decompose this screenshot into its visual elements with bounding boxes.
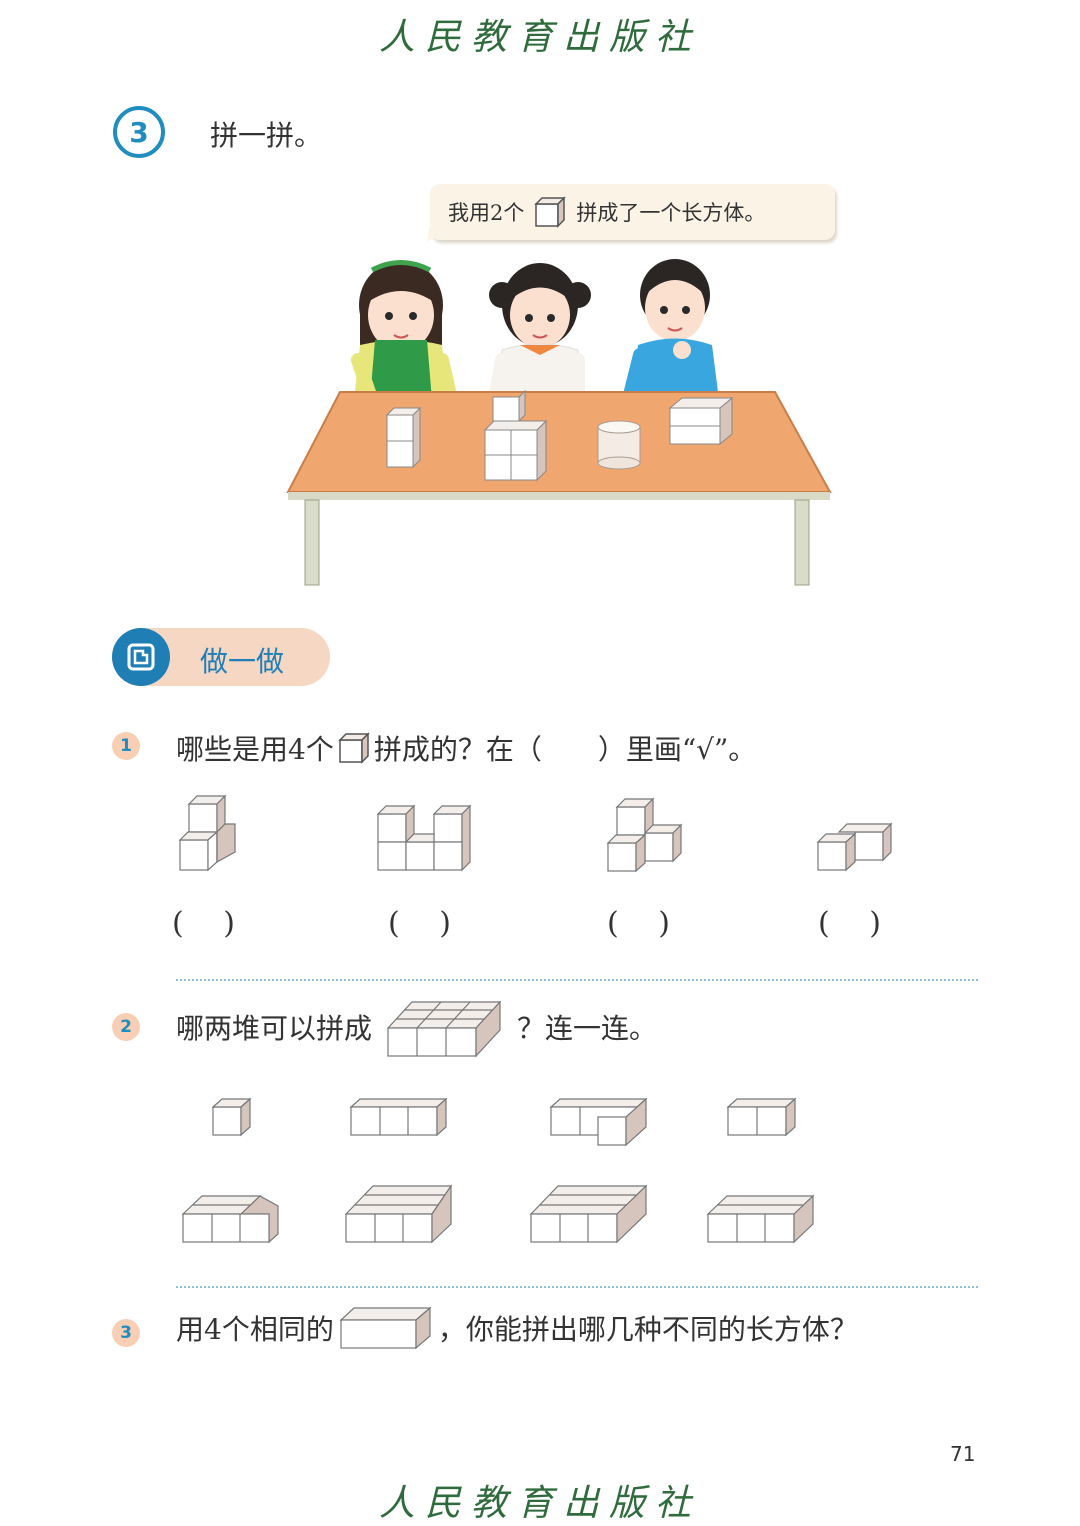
q2-pile-8	[706, 1194, 815, 1244]
cuboid-block	[668, 396, 734, 446]
q2-pile-5	[181, 1195, 279, 1244]
page-number: 71	[950, 1442, 976, 1466]
q1-number: 1	[112, 732, 140, 760]
q1-text: 哪些是用4个 拼成的？在（ ）里画“√”。	[176, 728, 756, 768]
q2-text-after: ？连一连。	[517, 1012, 658, 1045]
q1-figure-d	[816, 822, 893, 872]
speech-bubble-tail	[427, 226, 450, 242]
practice-square-icon	[127, 643, 155, 671]
q3-text: 用4个相同的 ，你能拼出哪几种不同的长方体？	[176, 1304, 858, 1352]
q2-text: 哪两堆可以拼成 ？连一连。	[176, 996, 657, 1058]
flat-cuboid-icon	[339, 1306, 432, 1350]
q2-pile-1	[211, 1097, 252, 1137]
q3-number: 3	[112, 1319, 140, 1347]
q2-pile-7	[529, 1184, 648, 1244]
q2-text-before: 哪两堆可以拼成	[176, 1012, 373, 1045]
cube-icon	[534, 196, 567, 228]
section-title: 拼一拼。	[210, 119, 323, 152]
boy-blue-sweater	[622, 259, 718, 412]
q1-answer-blank-3[interactable]: ( )	[607, 906, 670, 941]
speech-text-2: 拼成了一个长方体。	[576, 201, 766, 225]
publisher-header: 人民教育出版社	[378, 17, 701, 58]
speech-bubble: 我用2个 拼成了一个长方体。	[430, 184, 835, 240]
divider-1	[176, 979, 978, 981]
q2-number: 2	[112, 1013, 140, 1041]
speech-text-1: 我用2个	[448, 201, 525, 225]
practice-icon	[112, 628, 170, 686]
q1-text-after: 拼成的？在（ ）里画“√”。	[373, 733, 757, 766]
target-cuboid-icon	[386, 1000, 502, 1058]
q1-figure-a	[178, 794, 236, 872]
q1-figure-c	[606, 797, 683, 873]
q2-pile-2	[349, 1097, 448, 1137]
q1-answer-blank-1[interactable]: ( )	[172, 906, 235, 941]
q3-text-after: ，你能拼出哪几种不同的长方体？	[437, 1313, 858, 1346]
cube-held	[492, 389, 526, 423]
practice-label: 做一做	[200, 645, 285, 678]
cube-stack-2	[385, 406, 422, 469]
q3-text-before: 用4个相同的	[176, 1313, 334, 1346]
q2-pile-6	[344, 1184, 453, 1244]
publisher-footer: 人民教育出版社	[378, 1483, 701, 1524]
q1-figure-b	[376, 804, 472, 872]
cylinder	[597, 420, 641, 470]
q1-text-before: 哪些是用4个	[176, 733, 334, 766]
q1-answer-blank-4[interactable]: ( )	[818, 906, 881, 941]
section-number-badge: 3	[113, 106, 165, 158]
q2-pile-3	[549, 1097, 648, 1147]
girl-green-apron	[351, 260, 467, 432]
children-table-illustration	[286, 259, 832, 586]
cube-icon	[338, 732, 370, 764]
cube-stack-4	[483, 419, 548, 482]
q2-pile-4	[726, 1097, 797, 1137]
divider-2	[176, 1286, 978, 1288]
q1-answer-blank-2[interactable]: ( )	[388, 906, 451, 941]
